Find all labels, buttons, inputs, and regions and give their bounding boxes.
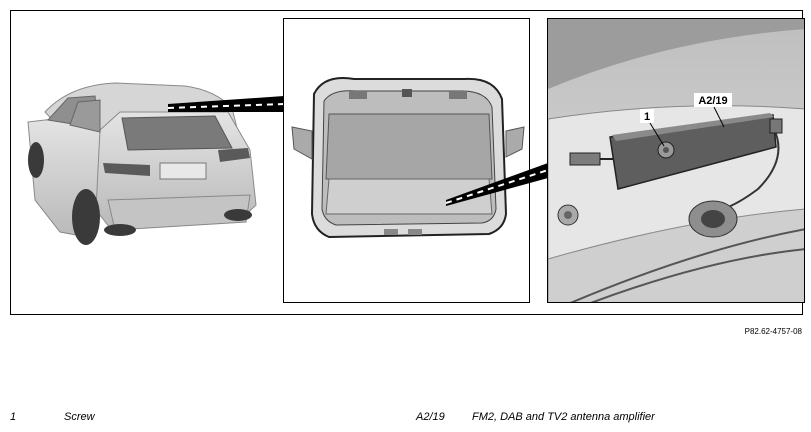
detail-panel: 1 A2/19: [547, 18, 805, 303]
legend-description: Screw: [64, 411, 95, 423]
tailgate-illustration: [291, 77, 525, 239]
figure-reference-code: P82.62-4757-08: [744, 327, 802, 336]
screw: [657, 141, 675, 159]
legend-key: A2/19: [416, 411, 445, 423]
detail-illustration: 1 A2/19: [548, 19, 804, 302]
callout-label-amplifier: A2/19: [698, 95, 727, 107]
tailgate-panel: [283, 18, 530, 303]
legend-description: FM2, DAB and TV2 antenna amplifier: [472, 411, 655, 423]
antenna-amplifier: [609, 113, 777, 190]
callout-label-screw: 1: [644, 111, 650, 123]
legend-key: 1: [10, 411, 17, 423]
